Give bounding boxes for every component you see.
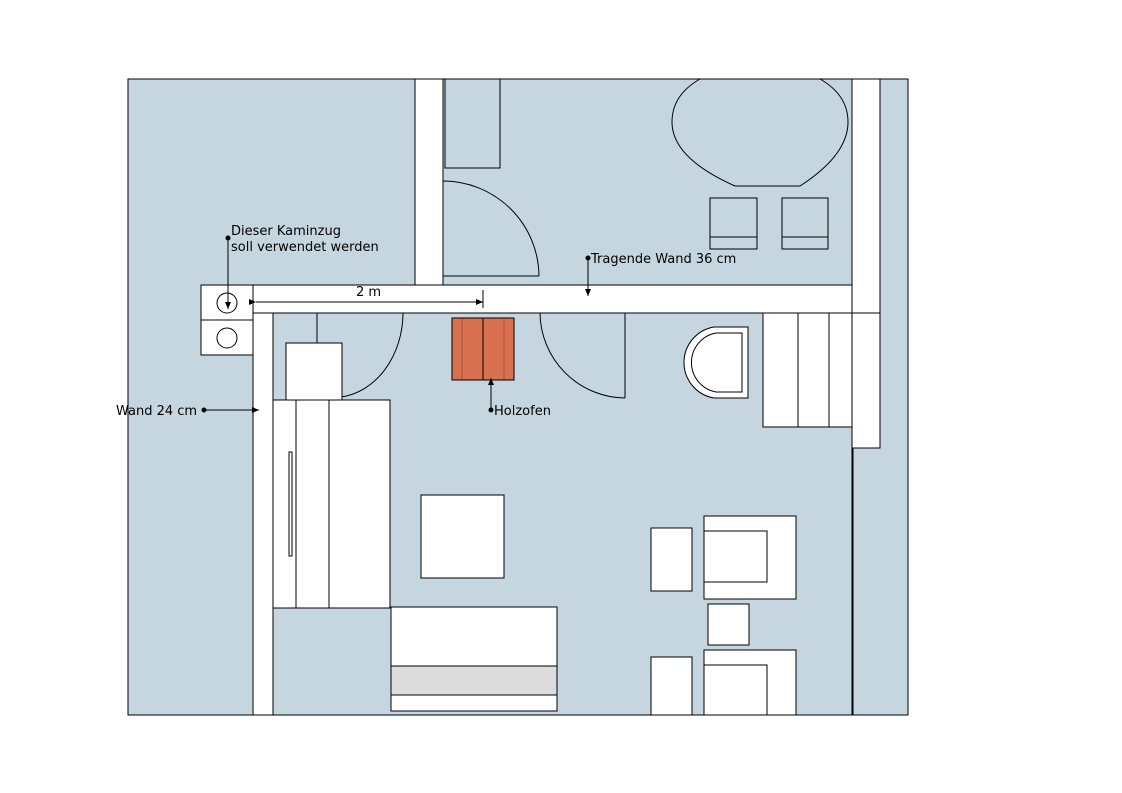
cabinet	[444, 78, 501, 169]
chimney-label-line2: soll verwendet werden	[231, 240, 379, 255]
table	[420, 494, 505, 579]
wood-stove-label: Holzofen	[494, 404, 551, 419]
wall-right-upper	[851, 78, 881, 314]
door-swing-right	[539, 312, 626, 399]
load-bearing-wall-label: Tragende Wand 36 cm	[590, 252, 736, 267]
box	[285, 342, 343, 401]
chimney	[200, 284, 254, 356]
chair	[781, 197, 829, 250]
wall-right-inner	[851, 447, 854, 716]
armchair	[703, 649, 797, 716]
wood-stove	[451, 317, 515, 381]
side-table	[650, 656, 693, 716]
walls	[252, 78, 881, 716]
wall-24-label: Wand 24 cm	[116, 404, 197, 419]
wall-top-divider	[414, 78, 444, 286]
wall-right-lower	[851, 312, 881, 449]
side-table	[650, 527, 693, 592]
oval-table	[671, 78, 849, 187]
dimension-label: 2 m	[356, 285, 381, 300]
small-table	[707, 603, 750, 646]
door-swing-left	[340, 312, 404, 398]
chair	[709, 197, 758, 250]
armchair	[703, 515, 797, 600]
door-swing-upper	[442, 180, 540, 277]
doors	[316, 312, 626, 399]
wardrobe-handle	[288, 451, 293, 557]
toilet	[683, 326, 749, 399]
bed-pillow	[390, 665, 558, 696]
lower-room	[272, 312, 853, 716]
load-bearing-wall-36cm	[252, 284, 881, 314]
upper-room	[442, 78, 849, 277]
chimney-hole-icon	[216, 327, 238, 349]
wall-left-24cm	[252, 284, 274, 716]
bathtub	[762, 312, 853, 428]
chimney-label: Dieser Kaminzug	[231, 224, 341, 239]
chimney-hole-icon	[216, 292, 238, 314]
annotation-leaders	[201, 235, 591, 413]
